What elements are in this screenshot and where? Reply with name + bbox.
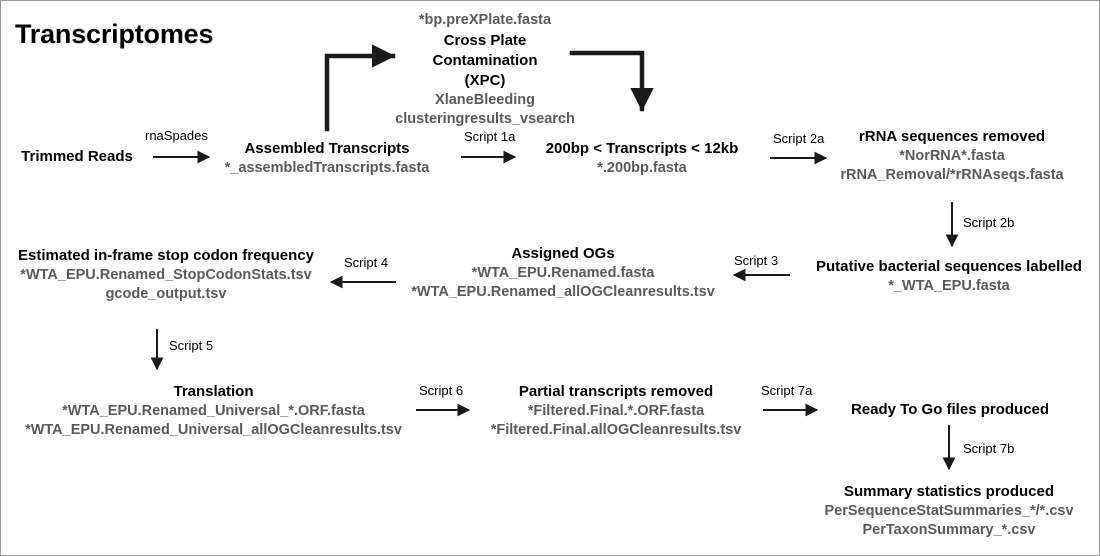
node-bacterial-labelled[interactable]: Putative bacterial sequences labelled *_… [801, 257, 1097, 296]
node-rrna-removed-file-2: rRNA_Removal/*rRNAseqs.fasta [840, 166, 1064, 183]
node-rrna-removed[interactable]: rRNA sequences removed *NorRNA*.fasta rR… [827, 127, 1077, 185]
node-assigned-ogs-file-2: *WTA_EPU.Renamed_allOGCleanresults.tsv [411, 283, 715, 300]
node-stop-codon-frequency-file-1: *WTA_EPU.Renamed_StopCodonStats.tsv [20, 266, 312, 283]
node-cross-plate-contamination[interactable]: *bp.preXPlate.fasta Cross Plate Contamin… [383, 11, 587, 129]
edge-label-rnaspades: rnaSpades [145, 128, 208, 143]
edge-label-script7b: Script 7b [963, 441, 1015, 456]
node-trimmed-reads-title: Trimmed Reads [21, 148, 133, 165]
node-xpc-title-line-2: Contamination [432, 51, 538, 69]
edge-label-script5: Script 5 [169, 338, 214, 353]
node-ready-to-go-title: Ready To Go files produced [850, 401, 1050, 418]
node-xpc-file-1: XlaneBleeding [435, 91, 535, 108]
node-xpc-pre-file: *bp.preXPlate.fasta [418, 12, 552, 28]
node-summary-statistics-file-2: PerTaxonSummary_*.csv [862, 521, 1036, 538]
node-size-filtered-title: 200bp < Transcripts < 12kb [545, 140, 739, 157]
edge-label-script7a: Script 7a [761, 383, 813, 398]
node-bacterial-labelled-file-1: *_WTA_EPU.fasta [888, 277, 1010, 294]
node-summary-statistics[interactable]: Summary statistics produced PerSequenceS… [801, 482, 1097, 540]
edge-label-script3: Script 3 [734, 253, 779, 268]
edge-label-script1a: Script 1a [464, 129, 516, 144]
edge-label-script2b: Script 2b [963, 215, 1015, 230]
node-assigned-ogs[interactable]: Assigned OGs *WTA_EPU.Renamed.fasta *WTA… [399, 244, 727, 302]
node-ready-to-go[interactable]: Ready To Go files produced [821, 400, 1079, 420]
node-xpc-title-line-1: Cross Plate [443, 32, 527, 50]
node-rrna-removed-file-1: *NorRNA*.fasta [899, 147, 1005, 164]
node-assigned-ogs-file-1: *WTA_EPU.Renamed.fasta [471, 264, 655, 281]
node-xpc-file-2: clusteringresults_vsearch [395, 110, 575, 127]
page-title: Transcriptomes [15, 19, 214, 49]
node-size-filtered-file-1: *.200bp.fasta [597, 159, 687, 176]
node-assembled-transcripts[interactable]: Assembled Transcripts *_assembledTranscr… [193, 139, 461, 178]
node-bacterial-labelled-title: Putative bacterial sequences labelled [816, 258, 1082, 275]
node-translation-file-2: *WTA_EPU.Renamed_Universal_allOGCleanres… [25, 421, 402, 438]
node-trimmed-reads[interactable]: Trimmed Reads [1, 147, 153, 167]
node-translation[interactable]: Translation *WTA_EPU.Renamed_Universal_*… [1, 382, 426, 440]
edge-label-script2a: Script 2a [773, 131, 825, 146]
node-assembled-transcripts-file-1: *_assembledTranscripts.fasta [224, 159, 430, 176]
node-stop-codon-frequency-file-2: gcode_output.tsv [105, 285, 227, 302]
node-assembled-transcripts-title: Assembled Transcripts [244, 140, 410, 157]
node-xpc-title-line-3: (XPC) [464, 71, 506, 89]
edge-label-script6: Script 6 [419, 383, 464, 398]
node-translation-title: Translation [173, 383, 254, 400]
node-translation-file-1: *WTA_EPU.Renamed_Universal_*.ORF.fasta [62, 402, 365, 419]
node-partial-removed-file-2: *Filtered.Final.allOGCleanresults.tsv [490, 421, 742, 438]
node-stop-codon-frequency[interactable]: Estimated in-frame stop codon frequency … [1, 246, 331, 304]
node-size-filtered[interactable]: 200bp < Transcripts < 12kb *.200bp.fasta [517, 139, 767, 178]
node-summary-statistics-file-1: PerSequenceStatSummaries_*/*.csv [824, 502, 1074, 519]
edge-label-script4: Script 4 [344, 255, 389, 270]
node-assigned-ogs-title: Assigned OGs [511, 245, 615, 262]
node-rrna-removed-title: rRNA sequences removed [858, 128, 1046, 145]
node-partial-removed[interactable]: Partial transcripts removed *Filtered.Fi… [469, 382, 763, 440]
node-partial-removed-title: Partial transcripts removed [518, 383, 714, 400]
node-partial-removed-file-1: *Filtered.Final.*.ORF.fasta [527, 402, 705, 419]
node-summary-statistics-title: Summary statistics produced [843, 483, 1055, 500]
node-stop-codon-frequency-title: Estimated in-frame stop codon frequency [18, 247, 314, 264]
